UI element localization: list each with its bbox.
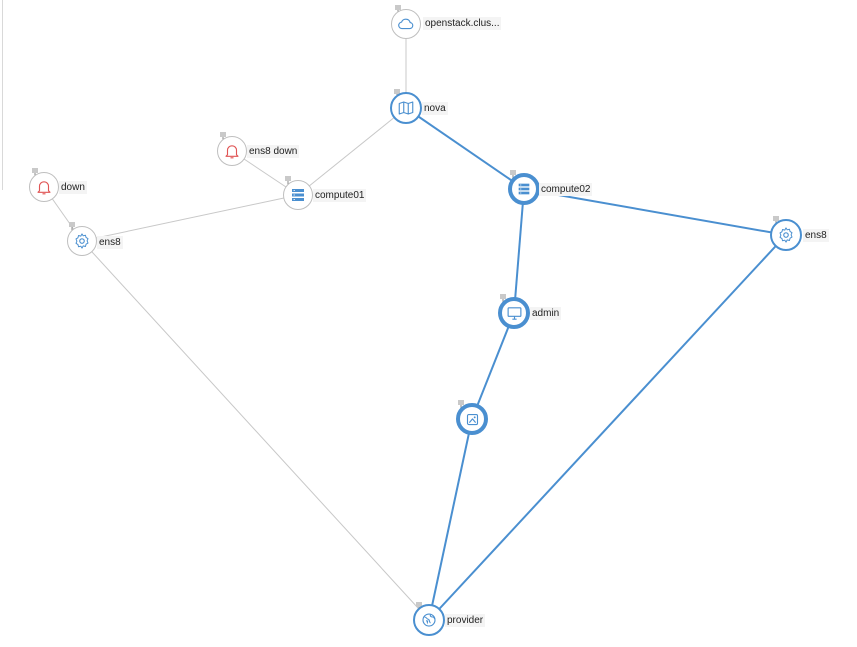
node-label-ens8-left: ens8: [97, 236, 123, 249]
edge-nova-compute01: [297, 107, 407, 196]
node-label-provider: provider: [445, 614, 486, 627]
node-label-ens8-right: ens8: [803, 229, 829, 242]
edge-admin-image: [471, 312, 515, 420]
node-provider[interactable]: [413, 604, 445, 636]
node-label-compute01: compute01: [313, 189, 367, 202]
node-image[interactable]: [456, 403, 488, 435]
monitor-icon: [507, 306, 521, 320]
gear-icon: [75, 233, 89, 249]
server-icon: [292, 189, 304, 201]
cloud-icon: [398, 18, 414, 30]
gear-icon: [779, 227, 793, 243]
node-label-down: down: [59, 181, 87, 194]
globe-icon: [422, 613, 436, 627]
node-down-alarm[interactable]: [29, 172, 59, 202]
edge-ens8-left-provider: [81, 240, 430, 621]
map-icon: [398, 101, 414, 115]
node-label-openstack: openstack.clus...: [423, 17, 502, 30]
node-label-admin: admin: [530, 307, 562, 320]
node-ens8-right[interactable]: [770, 219, 802, 251]
edge-compute02-admin: [513, 188, 525, 314]
edge-ens8-right-provider: [428, 234, 787, 621]
node-label-ens8-down: ens8 down: [247, 145, 300, 158]
node-label-nova: nova: [422, 102, 448, 115]
node-compute02[interactable]: [508, 173, 540, 205]
bell-icon: [225, 145, 239, 159]
node-ens8-down-alarm[interactable]: [217, 136, 247, 166]
bell-icon: [37, 181, 51, 195]
node-openstack-cluster[interactable]: [391, 9, 421, 39]
node-nova[interactable]: [390, 92, 422, 124]
edge-nova-compute02: [405, 107, 525, 190]
image-icon: [466, 413, 478, 425]
server-icon: [518, 183, 530, 195]
node-ens8-left[interactable]: [67, 226, 97, 256]
node-admin[interactable]: [498, 297, 530, 329]
node-compute01[interactable]: [283, 180, 313, 210]
node-label-compute02: compute02: [539, 183, 593, 196]
edge-compute01-ens8-left: [81, 194, 299, 242]
edge-image-provider: [428, 418, 473, 621]
edge-compute02-ens8-right: [523, 188, 787, 236]
panel-divider: [2, 0, 3, 190]
